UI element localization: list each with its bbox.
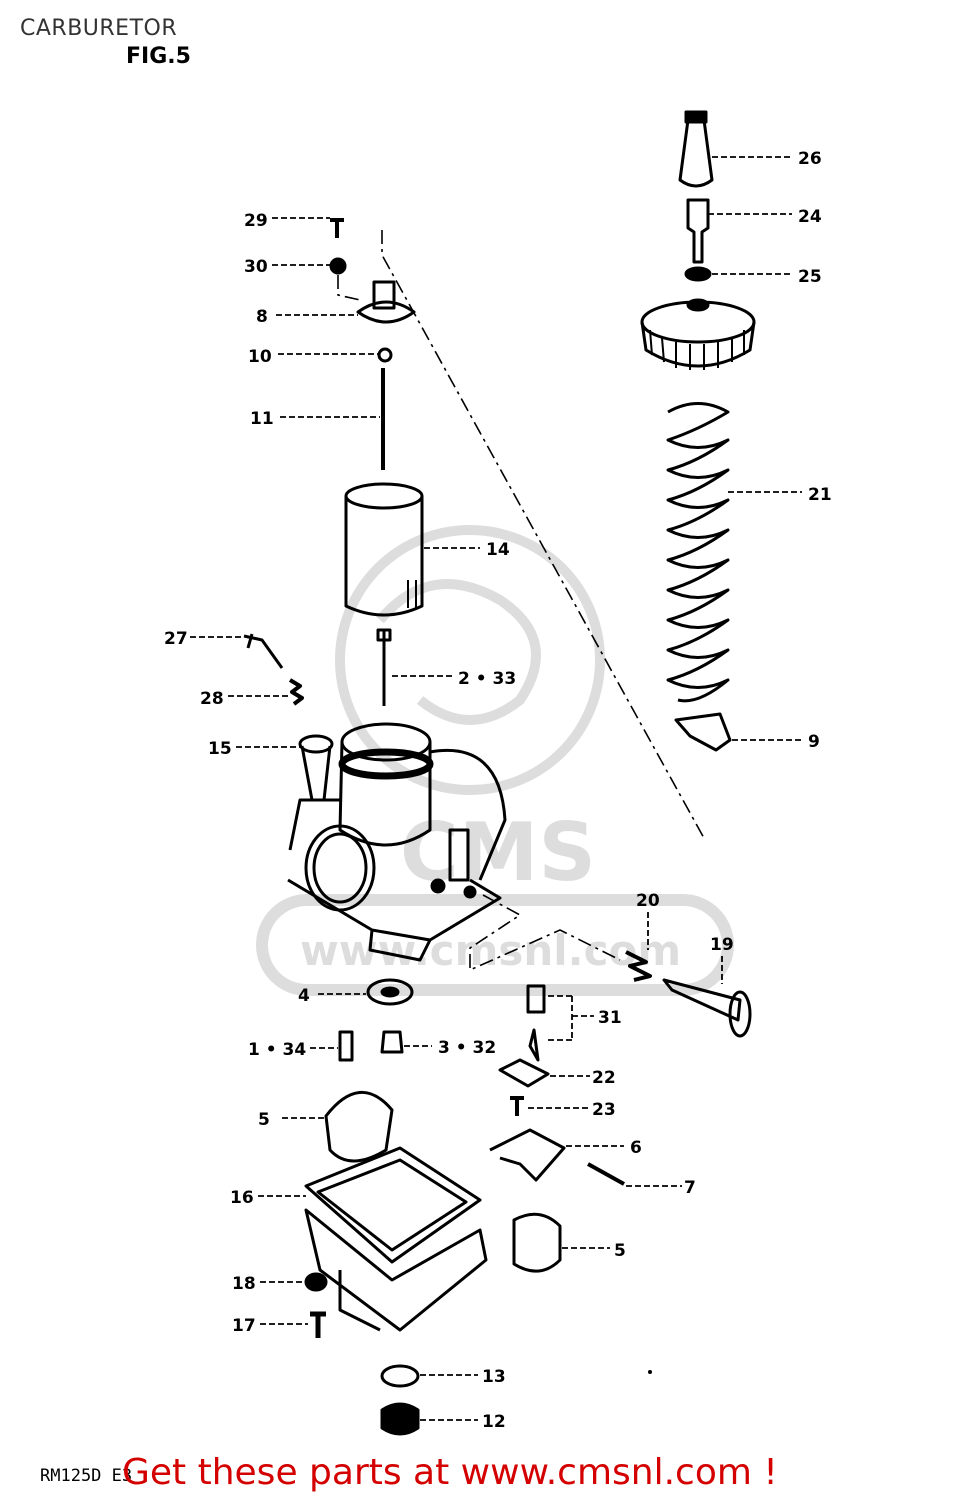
float-part: [324, 1091, 394, 1163]
screw-17-part: [310, 1311, 326, 1338]
part-22: [498, 1058, 550, 1088]
callout-3-32: 3 • 32: [438, 1038, 496, 1058]
part-18: [304, 1272, 328, 1292]
callout-12: 12: [482, 1412, 506, 1432]
model-code: RM125D E3: [40, 1466, 133, 1486]
callout-28: 28: [200, 689, 224, 709]
callout-18: 18: [232, 1274, 256, 1294]
rubber-cap-part: [678, 118, 714, 188]
screw-29-part: [330, 218, 344, 238]
callout-30: 30: [244, 257, 268, 277]
stray-dot: [648, 1370, 652, 1374]
callout-5: 5: [258, 1110, 270, 1130]
callout-15: 15: [208, 739, 232, 759]
callout-14: 14: [486, 540, 510, 560]
callout-9: 9: [808, 732, 820, 752]
nut-part: [684, 266, 712, 282]
main-jet-part: [338, 1030, 354, 1062]
callout-23: 23: [592, 1100, 616, 1120]
callout-5-second: 5: [614, 1241, 626, 1261]
air-screw-part: [662, 978, 742, 1022]
screw-23-part: [510, 1096, 524, 1116]
o-ring-part: [380, 1364, 420, 1388]
pin-part: [587, 1162, 625, 1186]
callout-2-33: 2 • 33: [458, 669, 516, 689]
parts: [243, 110, 756, 1436]
callout-17: 17: [232, 1316, 256, 1336]
float-valve-part: [526, 984, 546, 1062]
callout-21: 21: [808, 485, 832, 505]
figure-number: FIG.5: [126, 44, 191, 69]
callout-4: 4: [298, 986, 310, 1006]
spring-part: [666, 402, 730, 703]
callout-11: 11: [250, 409, 274, 429]
throttle-valve-part: [344, 482, 424, 510]
callout-26: 26: [798, 149, 822, 169]
callout-13: 13: [482, 1367, 506, 1387]
watermark-logo: CMS www.cmsnl.com: [256, 525, 734, 996]
callout-29: 29: [244, 211, 268, 231]
plate-8-part: [356, 300, 416, 324]
adjuster-part: [686, 198, 710, 264]
clip-10-part: [377, 347, 393, 363]
promo-link[interactable]: Get these parts at www.cmsnl.com !: [122, 1452, 778, 1493]
float-part-2: [512, 1212, 562, 1273]
page-title: CARBURETOR: [20, 16, 178, 41]
spring-20-part: [625, 950, 652, 982]
spring-seat-part: [674, 712, 732, 752]
callout-19: 19: [710, 935, 734, 955]
carburetor-body-part: [287, 722, 507, 962]
svg-text:www.cmsnl.com: www.cmsnl.com: [300, 926, 681, 975]
callout-20: 20: [636, 891, 660, 911]
leader-lines: [190, 156, 802, 1421]
spring-28-part: [288, 678, 304, 706]
callout-25: 25: [798, 267, 822, 287]
callout-7: 7: [684, 1178, 696, 1198]
float-bowl-part: [304, 1146, 488, 1332]
needle-jet-part: [376, 628, 392, 706]
callout-10: 10: [248, 347, 272, 367]
callout-labels: 26 24 25 21 9 29 30 8 10 11 14 27 2 • 33…: [164, 149, 832, 1432]
callout-31: 31: [598, 1008, 622, 1028]
callout-8: 8: [256, 307, 268, 327]
assembly-guide-lines: [337, 230, 706, 972]
part-3: [380, 1030, 404, 1054]
callout-24: 24: [798, 207, 822, 227]
callout-16: 16: [230, 1188, 254, 1208]
idle-screw-part: [298, 734, 334, 754]
callout-27: 27: [164, 629, 188, 649]
plug-part: [380, 1402, 420, 1436]
float-arm-part: [489, 1128, 566, 1182]
callout-22: 22: [592, 1068, 616, 1088]
washer-30-part: [329, 257, 347, 275]
callout-6: 6: [630, 1138, 642, 1158]
part-4: [366, 978, 414, 1006]
callout-1-34: 1 • 34: [248, 1040, 306, 1060]
pilot-screw-part: [243, 633, 284, 669]
cap-top: [684, 110, 708, 124]
